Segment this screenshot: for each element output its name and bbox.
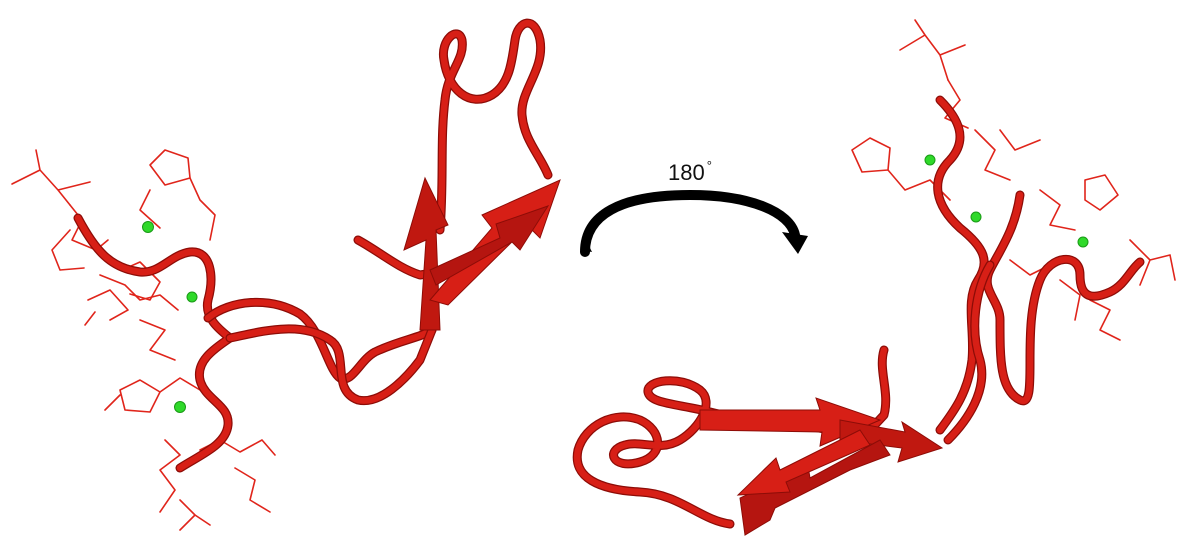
ion-sphere [143, 222, 154, 233]
left-beta-strands [404, 178, 560, 330]
rotation-angle-label: 180° [668, 160, 712, 186]
rotation-angle-value: 180 [668, 160, 705, 185]
degree-symbol: ° [707, 158, 712, 173]
right-protein-structure [577, 20, 1175, 535]
ion-sphere [925, 155, 935, 165]
ion-sphere [1078, 237, 1088, 247]
left-protein-structure [12, 23, 560, 530]
ion-sphere [175, 402, 186, 413]
ion-sphere [187, 292, 197, 302]
ion-sphere [971, 212, 981, 222]
rotation-arrow-icon [580, 195, 808, 254]
right-beta-strands [700, 398, 942, 535]
right-side-chain-sticks [852, 20, 1175, 340]
